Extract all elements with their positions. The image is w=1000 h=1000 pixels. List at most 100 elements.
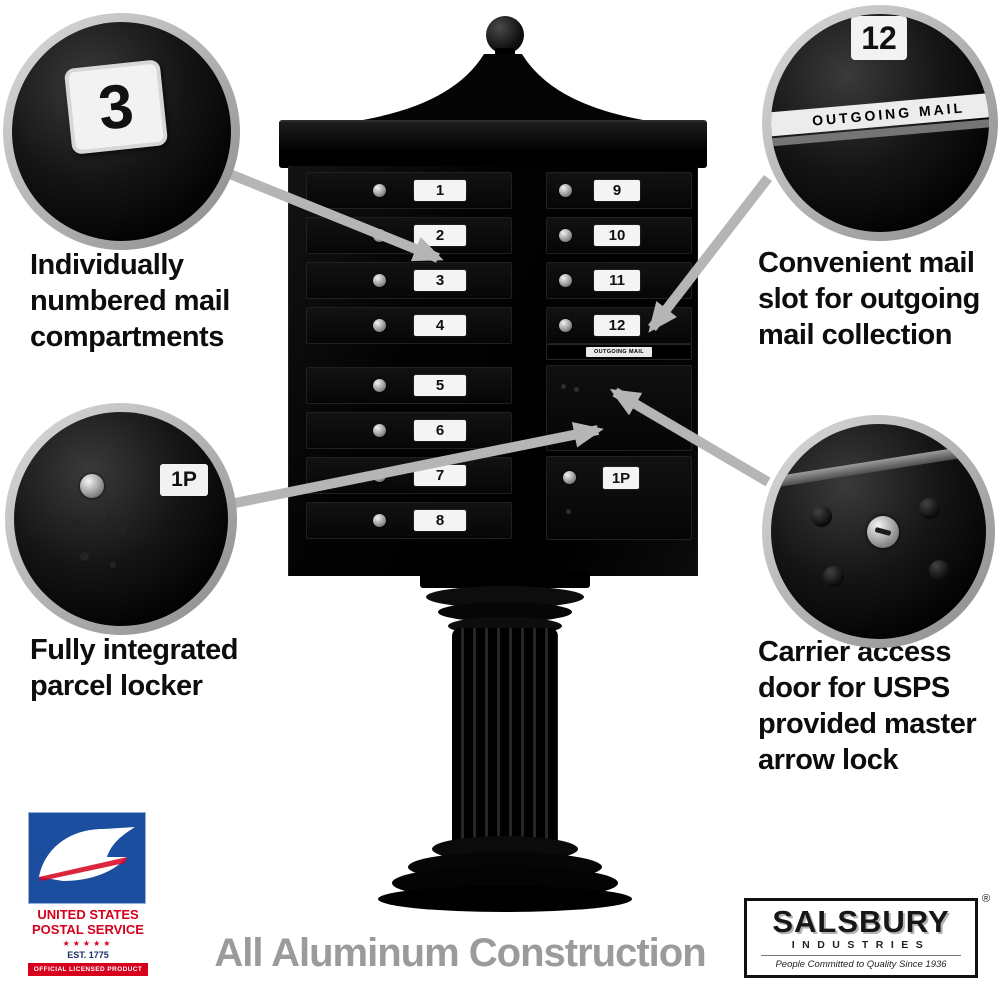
zoom-door-12-plate: 12 [851, 16, 907, 60]
mail-door-5: 5 [306, 367, 512, 404]
parcel-door-plate: 1P [603, 467, 639, 489]
arrow-lock-icon [867, 516, 899, 548]
door-number-plate: 11 [594, 270, 640, 291]
pedestal-molding [426, 586, 584, 608]
mail-door-10: 10 [546, 217, 692, 254]
mail-door-8: 8 [306, 502, 512, 539]
door-number-plate: 2 [414, 225, 466, 246]
door-lock-icon [559, 184, 572, 197]
usps-name-line1: UNITED STATES [37, 907, 139, 922]
zoom-circle-numbered: 3 [3, 13, 240, 250]
caption-line: Individually [30, 249, 184, 281]
pedestal-molding [438, 602, 572, 622]
zoom-circle-outgoing-view: 12 OUTGOING MAIL [771, 14, 989, 232]
usps-established: EST. 1775 [67, 950, 109, 960]
door-number-plate: 10 [594, 225, 640, 246]
mail-door-12: 12 [546, 307, 692, 344]
usps-eagle-box [28, 812, 146, 904]
salsbury-logo-box: SALSBURY INDUSTRIES People Committed to … [744, 898, 978, 978]
rivet-icon [110, 562, 116, 568]
mail-door-1: 1 [306, 172, 512, 209]
door-lock-icon [373, 184, 386, 197]
caption-line: door for USPS [758, 672, 950, 704]
crown-cap [279, 120, 707, 168]
construction-tagline: All Aluminum Construction [214, 931, 706, 975]
door-lock-icon [373, 424, 386, 437]
caption-line: Fully integrated [30, 634, 238, 666]
caption-line: arrow lock [758, 744, 899, 776]
rivet-icon [72, 520, 81, 529]
door-number-plate: 7 [414, 465, 466, 486]
door-lock-icon [559, 229, 572, 242]
parcel-locker-door: 1P [546, 456, 692, 540]
rivet-icon [811, 506, 832, 527]
door-number-plate: 5 [414, 375, 466, 396]
mail-door-3: 3 [306, 262, 512, 299]
rivet-icon [120, 526, 127, 533]
zoom-circle-carrier [762, 415, 995, 648]
carrier-access-door [546, 365, 692, 451]
salsbury-logo: SALSBURY INDUSTRIES People Committed to … [744, 898, 978, 978]
zoom-circle-carrier-view [771, 424, 986, 639]
mail-door-9: 9 [546, 172, 692, 209]
screw-icon [561, 384, 566, 389]
registered-mark: ® [982, 893, 991, 905]
usps-stars: ★★★★★ [62, 939, 114, 948]
screw-icon [566, 509, 571, 514]
mail-door-7: 7 [306, 457, 512, 494]
usps-licensed-bar: OFFICIAL LICENSED PRODUCT [28, 963, 148, 976]
caption-line: Convenient mail [758, 247, 975, 279]
door-lock-icon [373, 514, 386, 527]
door-lock-icon [559, 319, 572, 332]
keyway-icon [874, 527, 892, 536]
mail-door-6: 6 [306, 412, 512, 449]
mail-door-11: 11 [546, 262, 692, 299]
pagoda-roof [318, 54, 688, 126]
mail-door-4: 4 [306, 307, 512, 344]
door-lock-icon [559, 274, 572, 287]
door-number-plate: 9 [594, 180, 640, 201]
door-lock-icon [373, 274, 386, 287]
zoom-circle-parcel: 1P [5, 403, 237, 635]
usps-name-line2: POSTAL SERVICE [32, 922, 144, 937]
caption-line: numbered mail [30, 285, 230, 317]
rivet-icon [106, 514, 113, 521]
salsbury-subname: INDUSTRIES [791, 939, 931, 951]
caption-outgoing-slot: Convenient mail slot for outgoing mail c… [758, 245, 980, 353]
door-lock-icon [373, 229, 386, 242]
zoom-circle-parcel-view: 1P [14, 412, 228, 626]
screw-icon [574, 387, 579, 392]
caption-line: parcel locker [30, 670, 203, 702]
door-lock-icon [373, 319, 386, 332]
outgoing-mail-slot-label: OUTGOING MAIL [586, 347, 652, 357]
caption-line: provided master [758, 708, 977, 740]
door-number-plate: 8 [414, 510, 466, 531]
door-number-plate: 3 [414, 270, 466, 291]
caption-numbered-compartments: Individually numbered mail compartments [30, 247, 230, 355]
zoom-parcel-plate: 1P [160, 464, 208, 496]
rivet-icon [823, 566, 844, 587]
door-number-plate: 1 [414, 180, 466, 201]
caption-parcel-locker: Fully integrated parcel locker [30, 632, 238, 704]
caption-line: compartments [30, 321, 224, 353]
rivet-icon [80, 552, 89, 561]
outgoing-mail-slot: OUTGOING MAIL [546, 344, 692, 360]
door-number-plate: 6 [414, 420, 466, 441]
usps-eagle-icon [39, 827, 135, 881]
rivet-icon [919, 498, 940, 519]
zoom-outgoing-slot: OUTGOING MAIL [771, 90, 989, 148]
parcel-lock-icon [80, 474, 104, 498]
caption-carrier-access: Carrier access door for USPS provided ma… [758, 634, 977, 778]
rivet-icon [929, 560, 950, 581]
mail-door-2: 2 [306, 217, 512, 254]
door-number-plate: 4 [414, 315, 466, 336]
pedestal-flange [420, 572, 590, 588]
salsbury-tagline: People Committed to Quality Since 1936 [775, 959, 947, 970]
usps-licensed-logo: UNITED STATES POSTAL SERVICE ★★★★★ EST. … [28, 812, 148, 976]
zoom-door-edge [771, 436, 986, 491]
zoom-circle-outgoing: 12 OUTGOING MAIL [762, 5, 998, 241]
finial-ball [486, 16, 524, 54]
salsbury-name: SALSBURY [772, 904, 950, 939]
pedestal-base-disc [378, 886, 632, 912]
